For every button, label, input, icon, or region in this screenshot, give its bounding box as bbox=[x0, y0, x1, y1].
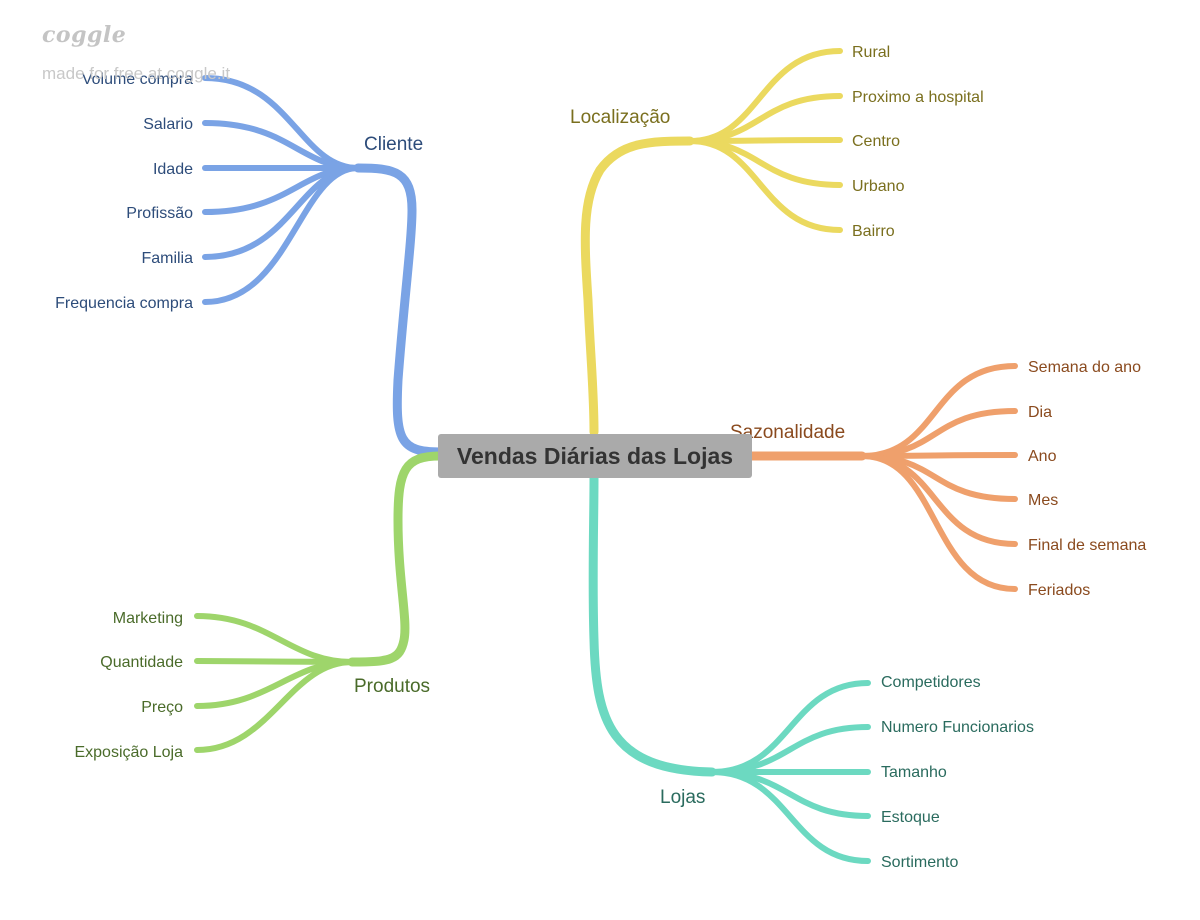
connector-frequencia-compra bbox=[202, 165, 361, 305]
connector-exposicao-loja bbox=[194, 659, 355, 753]
leaf-preco[interactable]: Preço bbox=[141, 699, 183, 716]
connector-bairro bbox=[687, 138, 843, 233]
topic-localizacao[interactable]: Localização bbox=[570, 107, 670, 128]
branch-sazonalidade: Sazonalidade Semana do ano Dia Ano Mes F… bbox=[730, 359, 1146, 599]
leaf-urbano[interactable]: Urbano bbox=[852, 178, 905, 195]
branch-localizacao: Localização Rural Proximo a hospital Cen… bbox=[570, 44, 984, 437]
branch-lojas: Lojas Competidores Numero Funcionarios T… bbox=[588, 473, 1034, 871]
leaf-numero-funcionarios[interactable]: Numero Funcionarios bbox=[881, 719, 1034, 736]
branch-cliente: Cliente Volume compra Salario Idade Prof… bbox=[55, 71, 445, 457]
central-topic-node[interactable]: Vendas Diárias das Lojas bbox=[438, 434, 752, 478]
connector-lojas bbox=[588, 473, 717, 777]
leaf-exposicao-loja[interactable]: Exposição Loja bbox=[74, 744, 183, 761]
connector-estoque bbox=[709, 769, 871, 819]
coggle-watermark-text[interactable]: made for free at coggle.it bbox=[42, 64, 231, 83]
topic-lojas[interactable]: Lojas bbox=[660, 787, 705, 808]
connector-marketing bbox=[194, 613, 355, 665]
leaf-dia[interactable]: Dia bbox=[1028, 404, 1052, 421]
branch-produtos: Produtos Marketing Quantidade Preço Expo… bbox=[74, 451, 445, 761]
connector-cliente bbox=[353, 163, 445, 457]
topic-produtos[interactable]: Produtos bbox=[354, 676, 430, 697]
leaf-bairro[interactable]: Bairro bbox=[852, 223, 895, 240]
leaf-sortimento[interactable]: Sortimento bbox=[881, 854, 958, 871]
connector-feriados bbox=[859, 453, 1018, 592]
connector-produtos bbox=[347, 451, 445, 667]
connector-localizacao bbox=[580, 136, 695, 437]
leaf-mes[interactable]: Mes bbox=[1028, 492, 1058, 509]
leaf-final-de-semana[interactable]: Final de semana bbox=[1028, 537, 1146, 554]
connector-sortimento bbox=[709, 769, 871, 864]
leaf-proximo-hospital[interactable]: Proximo a hospital bbox=[852, 89, 984, 106]
connector-dia bbox=[859, 408, 1018, 459]
leaf-frequencia-compra[interactable]: Frequencia compra bbox=[55, 295, 193, 312]
leaf-rural[interactable]: Rural bbox=[852, 44, 890, 61]
leaf-volume-compra[interactable]: Volume compra bbox=[82, 71, 193, 88]
leaf-semana-do-ano[interactable]: Semana do ano bbox=[1028, 359, 1141, 376]
leaf-centro[interactable]: Centro bbox=[852, 133, 900, 150]
leaf-quantidade[interactable]: Quantidade bbox=[100, 654, 183, 671]
coggle-logo[interactable]: coggle bbox=[42, 22, 127, 48]
leaf-tamanho[interactable]: Tamanho bbox=[881, 764, 947, 781]
leaf-salario[interactable]: Salario bbox=[143, 116, 193, 133]
leaf-idade[interactable]: Idade bbox=[153, 161, 193, 178]
leaf-competidores[interactable]: Competidores bbox=[881, 674, 981, 691]
leaf-feriados[interactable]: Feriados bbox=[1028, 582, 1090, 599]
leaf-profissao[interactable]: Profissão bbox=[126, 205, 193, 222]
leaf-marketing[interactable]: Marketing bbox=[113, 610, 183, 627]
leaf-ano[interactable]: Ano bbox=[1028, 448, 1057, 465]
subbranches-cliente bbox=[202, 75, 361, 305]
central-topic-label: Vendas Diárias das Lojas bbox=[456, 442, 734, 469]
connector-numero-funcionarios bbox=[709, 724, 871, 775]
topic-sazonalidade[interactable]: Sazonalidade bbox=[730, 422, 845, 443]
leaf-familia[interactable]: Familia bbox=[141, 250, 193, 267]
leaf-estoque[interactable]: Estoque bbox=[881, 809, 940, 826]
topic-cliente[interactable]: Cliente bbox=[364, 134, 423, 155]
